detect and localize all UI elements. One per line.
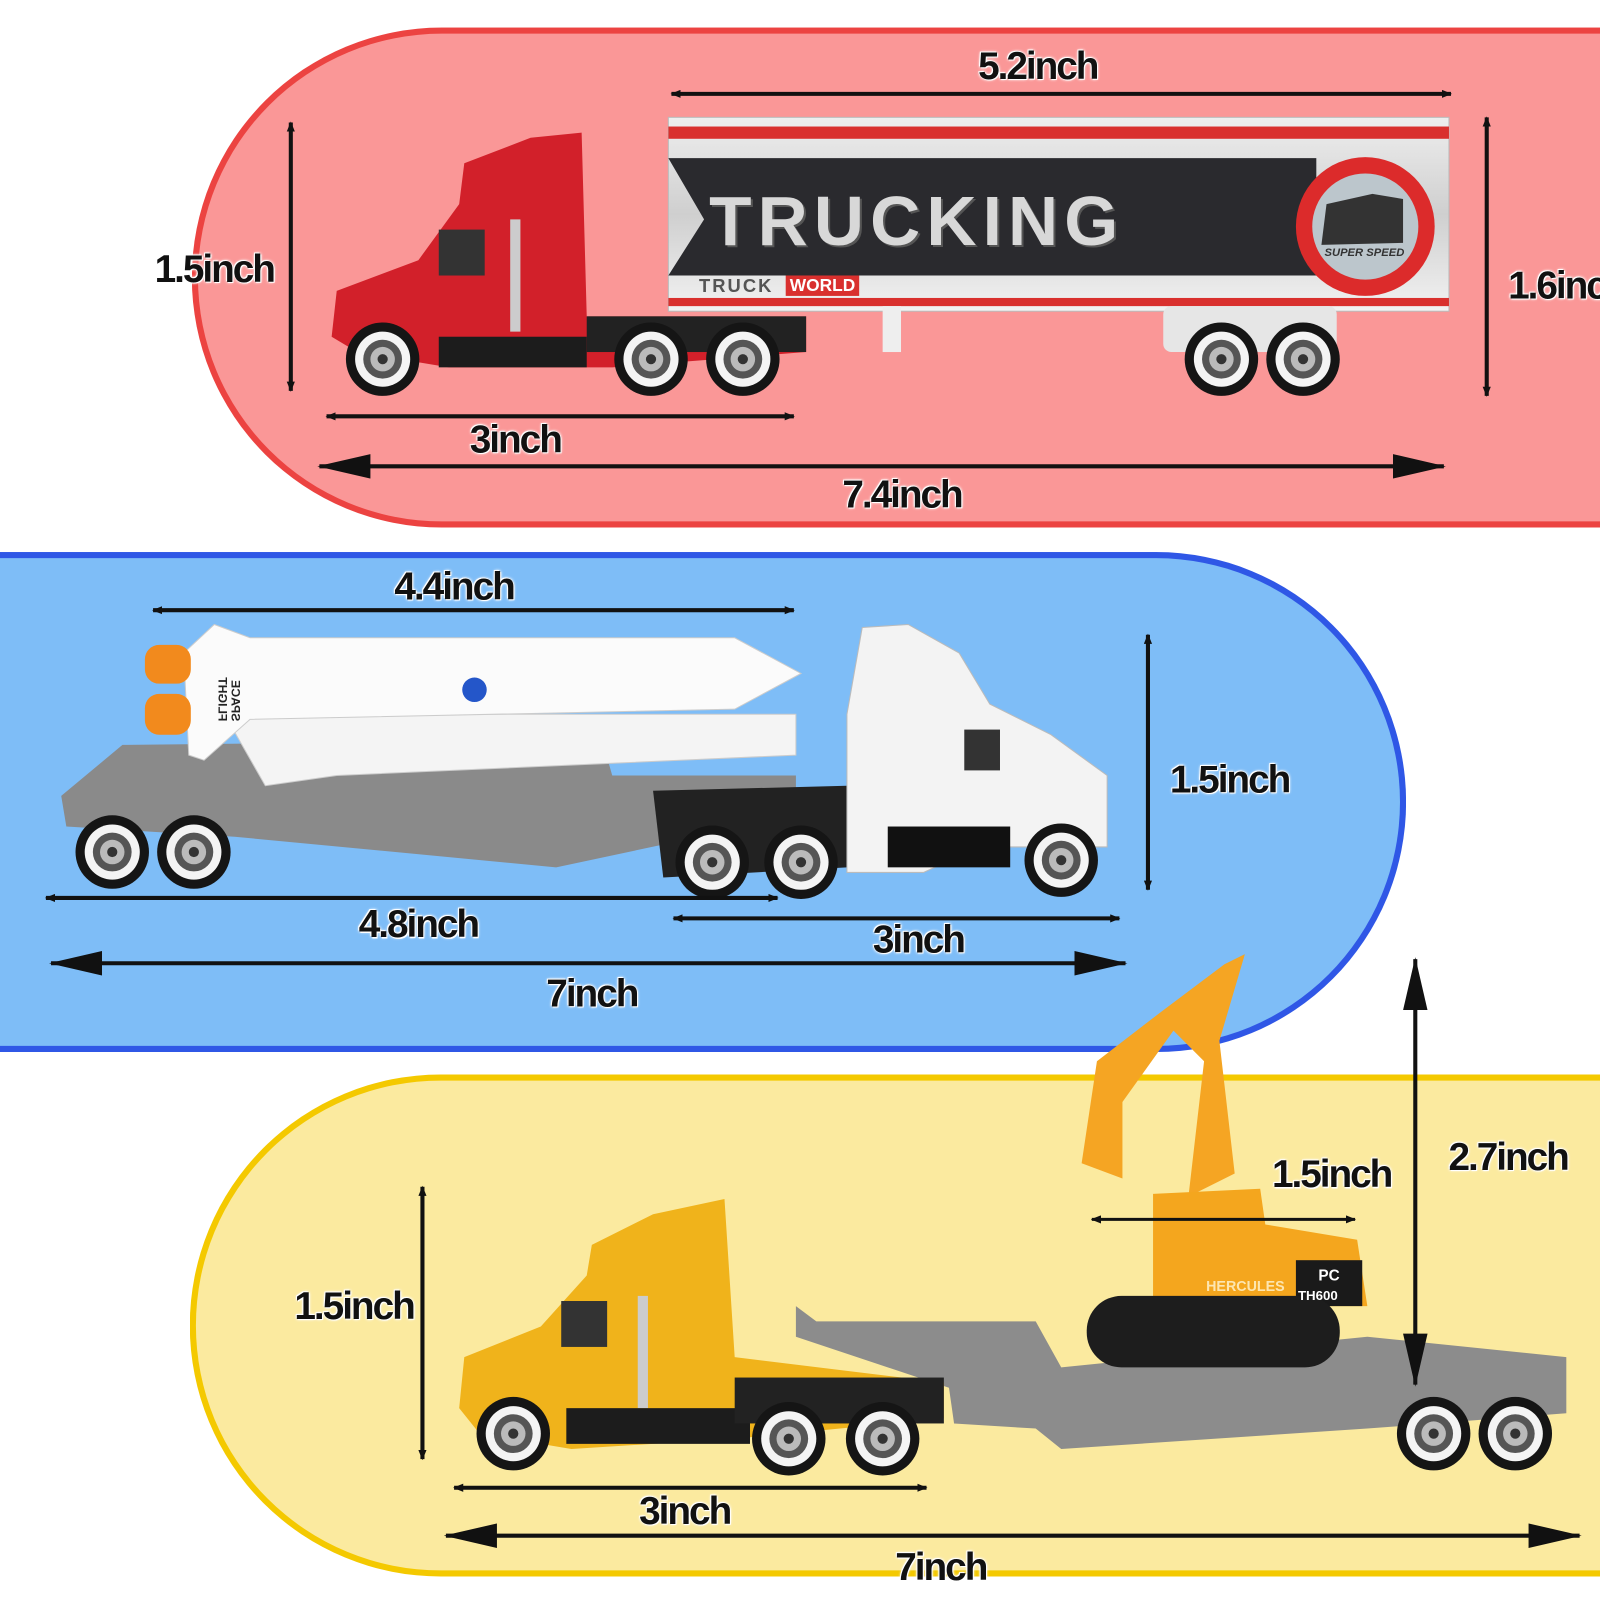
wheel (345, 322, 420, 396)
excavator-hercules-text: HERCULES (1206, 1277, 1285, 1294)
excavator-model-text: TH600 (1297, 1287, 1338, 1304)
label-yellow-excavator-height: 2.7inch (1448, 1136, 1569, 1180)
label-white-height: 1.5inch (1169, 758, 1291, 802)
label-white-trailer-length: 4.8inch (358, 903, 480, 947)
wheel (1266, 322, 1340, 396)
wheel (1478, 1396, 1553, 1471)
trailer-truck-text: TRUCK (698, 275, 774, 296)
wheel (614, 322, 688, 396)
dimension-arrows (44, 89, 1582, 1548)
wheel (675, 825, 749, 899)
wheel (845, 1402, 920, 1476)
wheel (1396, 1396, 1471, 1471)
label-yellow-cab-length: 3inch (639, 1490, 732, 1534)
rocket-space-flight-text: SPACE FLIGHT (215, 677, 243, 722)
label-yellow-total-length: 7inch (895, 1546, 988, 1590)
wheel (157, 815, 231, 889)
yellow-truck-with-excavator (459, 954, 1567, 1449)
label-red-trailer-height: 1.6inch (1508, 264, 1600, 308)
excavator-pc-text: PC (1318, 1267, 1340, 1285)
label-white-cab-length: 3inch (872, 918, 966, 962)
label-yellow-height: 1.5inch (294, 1285, 415, 1329)
trailer-trucking-text: TRUCKING (709, 182, 1125, 261)
wheels (75, 322, 1553, 1476)
wheel (75, 815, 149, 889)
label-yellow-excavator-length: 1.5inch (1271, 1153, 1393, 1197)
wheel (1024, 823, 1098, 897)
label-red-height: 1.5inch (154, 248, 276, 292)
trailer-world-text: WORLD (785, 275, 860, 296)
wheel (752, 1402, 826, 1476)
wheel (1184, 322, 1259, 396)
label-red-trailer-length: 5.2inch (978, 45, 1099, 89)
label-white-rocket-length: 4.4inch (394, 565, 515, 609)
wheel (764, 825, 838, 899)
wheel (706, 322, 780, 396)
label-white-total-length: 7inch (546, 972, 639, 1016)
wheel (476, 1396, 550, 1471)
super-speed-badge-text: SUPER SPEED (1324, 246, 1405, 260)
label-red-cab-length: 3inch (469, 418, 563, 462)
label-red-total-length: 7.4inch (842, 473, 963, 517)
